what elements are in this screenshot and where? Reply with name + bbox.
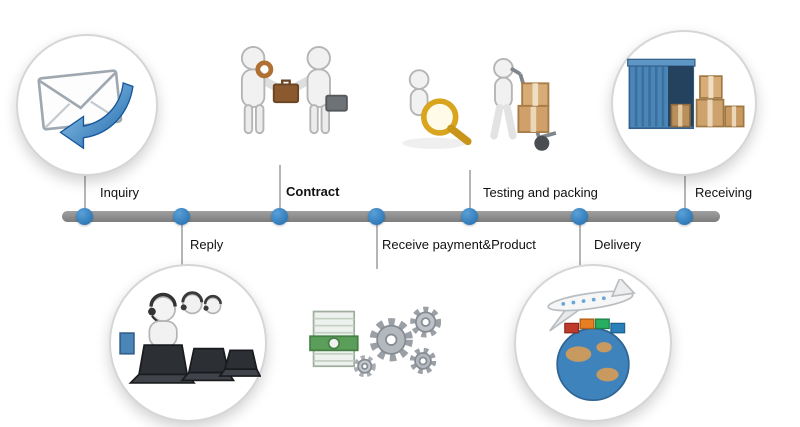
airplane-globe-icon <box>547 279 636 402</box>
envelope-reply-icon <box>37 69 134 150</box>
connector-reply <box>181 225 183 265</box>
timeline-dot-testing <box>461 208 478 225</box>
receiving-image-circle <box>611 30 757 176</box>
timeline-dot-delivery <box>571 208 588 225</box>
reply-image-circle <box>109 264 267 422</box>
connector-payment <box>376 225 378 269</box>
step-label-payment: Receive payment&Product <box>382 237 536 252</box>
step-label-delivery: Delivery <box>594 237 641 252</box>
connector-contract <box>279 165 281 209</box>
testing-packing-image <box>390 35 570 170</box>
step-label-testing: Testing and packing <box>483 185 598 200</box>
timeline-dot-receiving <box>676 208 693 225</box>
connector-testing <box>469 170 471 209</box>
magnifier-handtruck-icon <box>402 57 557 151</box>
connector-inquiry <box>84 172 86 209</box>
timeline-bar <box>62 211 720 222</box>
container-boxes-icon <box>627 58 745 130</box>
step-label-contract: Contract <box>286 184 340 199</box>
timeline-dot-contract <box>271 208 288 225</box>
timeline-dot-payment <box>368 208 385 225</box>
contract-image <box>205 30 365 165</box>
payment-product-image <box>298 268 458 408</box>
step-label-reply: Reply <box>190 237 224 252</box>
inquiry-image-circle <box>16 34 158 176</box>
timeline-dot-inquiry <box>76 208 93 225</box>
connector-delivery <box>579 225 581 265</box>
step-label-inquiry: Inquiry <box>100 185 140 200</box>
support-team-icon <box>119 291 261 384</box>
step-label-receiving: Receiving <box>695 185 753 200</box>
connector-receiving <box>684 172 686 209</box>
handshake-deal-icon <box>240 45 348 135</box>
delivery-image-circle <box>514 264 672 422</box>
timeline-dot-reply <box>173 208 190 225</box>
money-gears-icon <box>309 306 442 378</box>
